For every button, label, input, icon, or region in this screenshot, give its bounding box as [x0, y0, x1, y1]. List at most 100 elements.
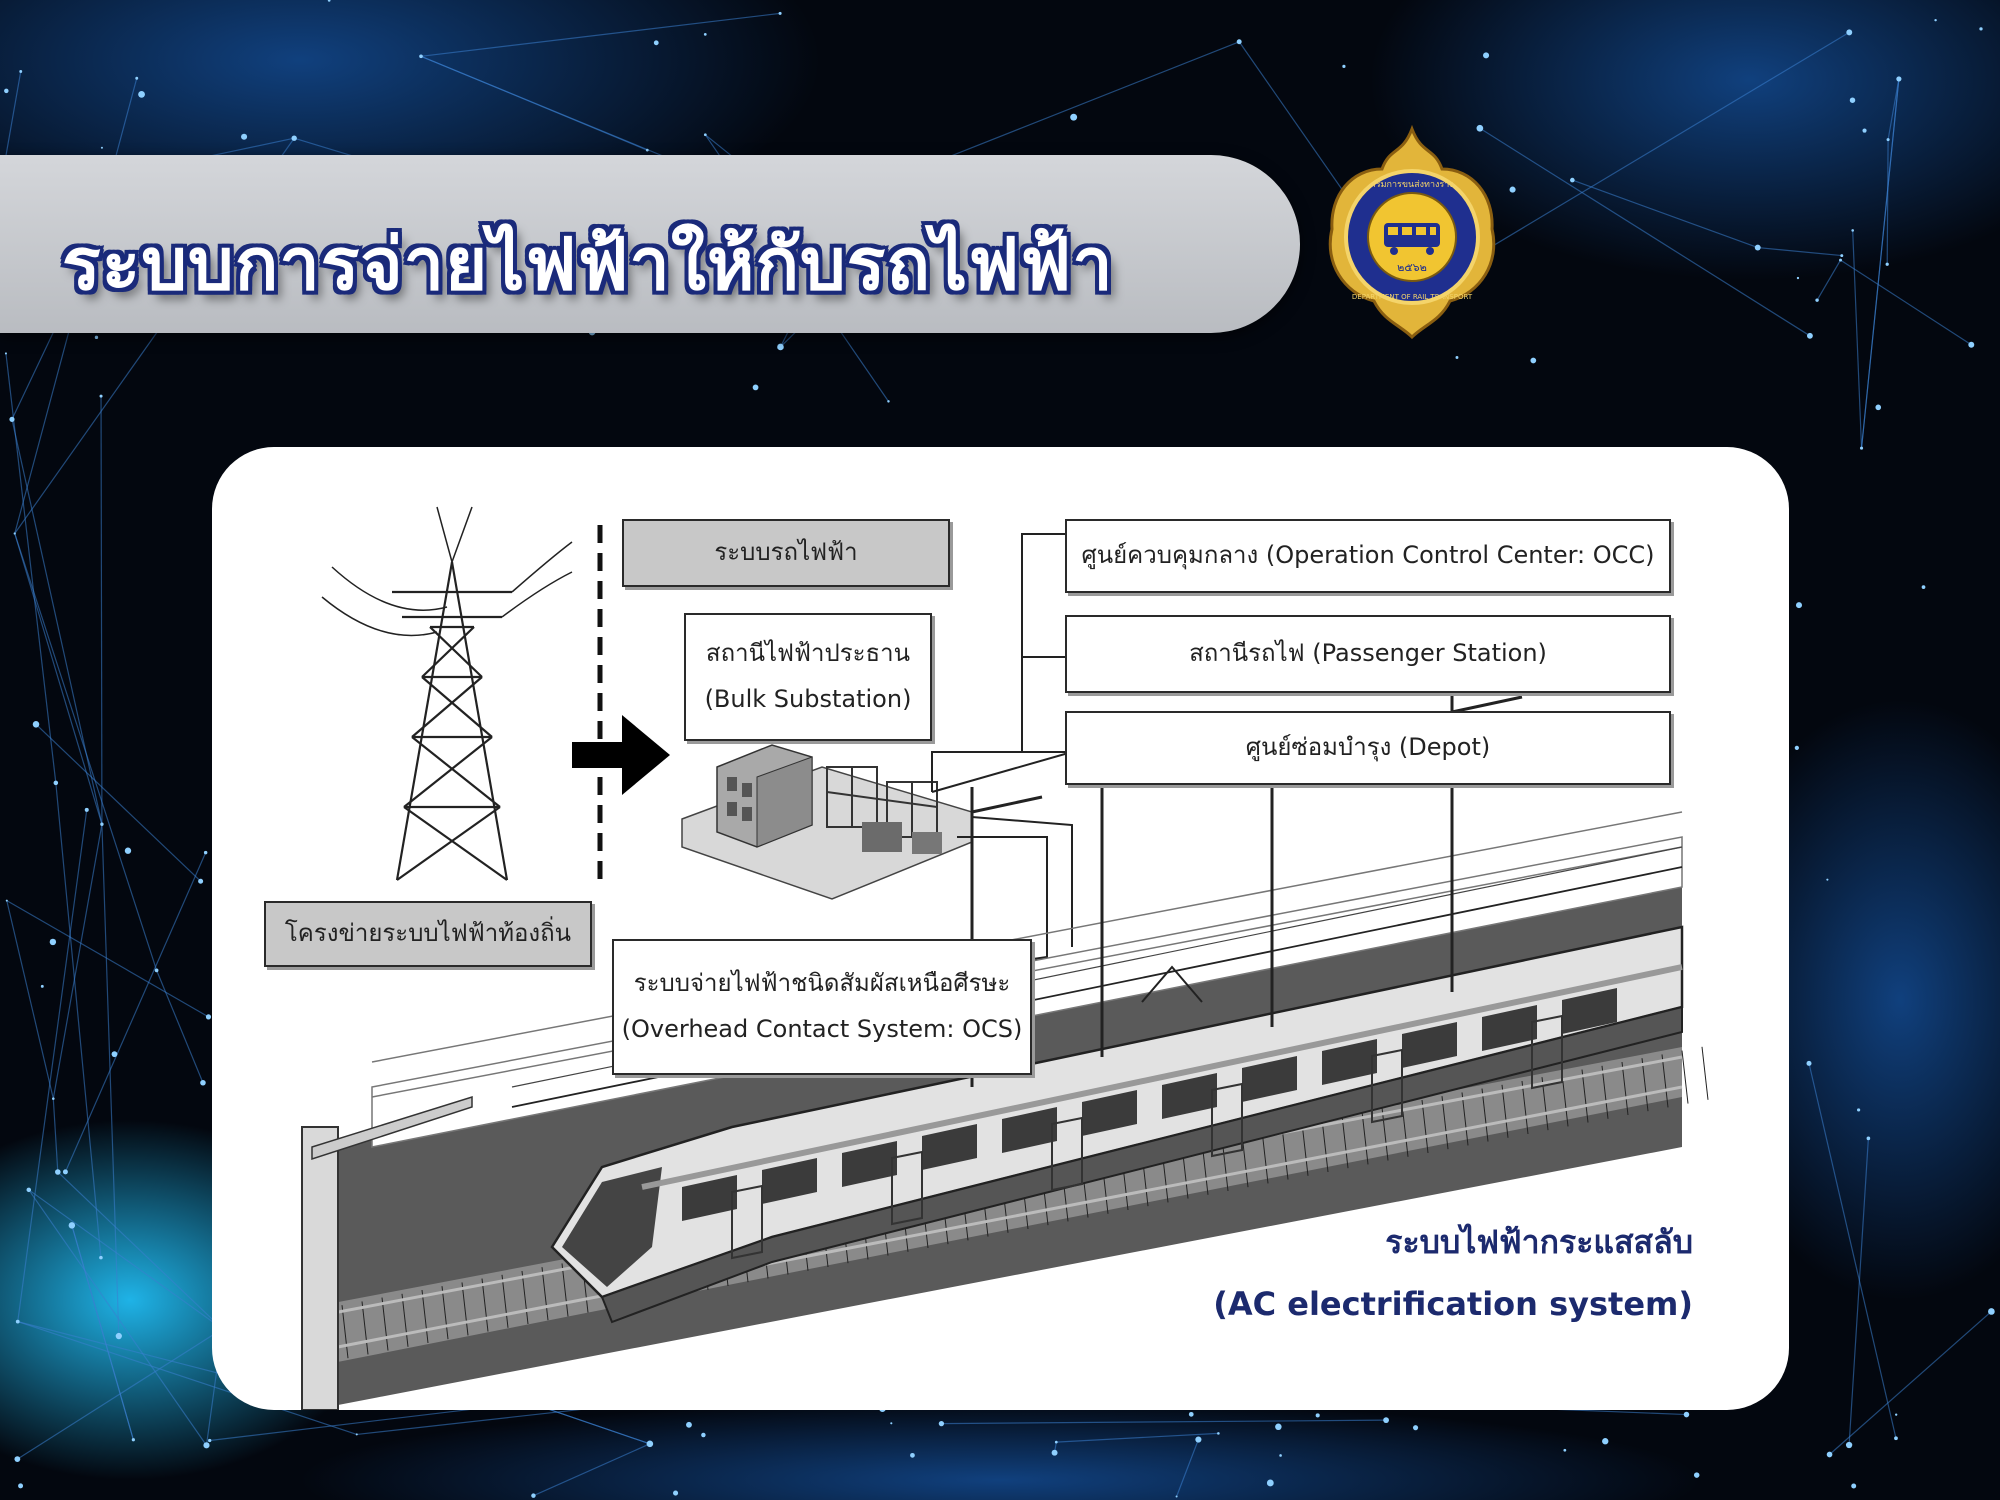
department-seal-logo: ๒๕๖๒ กรมการขนส่งทางราง DEPARTMENT OF RAI… — [1328, 125, 1496, 340]
network-node — [1795, 602, 1803, 609]
network-node — [1806, 1060, 1812, 1066]
track-sleeper — [1421, 1099, 1429, 1154]
network-line — [1887, 78, 1900, 140]
network-node — [124, 847, 132, 854]
network-line — [156, 970, 204, 1083]
track-sleeper — [1361, 1111, 1369, 1165]
network-node — [1894, 1436, 1898, 1441]
network-node — [1840, 254, 1844, 258]
track-sleeper — [1341, 1115, 1349, 1169]
network-line — [14, 533, 103, 825]
network-node — [111, 1051, 118, 1058]
track-sleeper — [1581, 1069, 1589, 1123]
network-node — [1826, 878, 1829, 881]
network-line — [64, 852, 207, 1173]
track-sleeper — [501, 1274, 509, 1328]
network-node — [777, 343, 784, 351]
network-node — [703, 32, 707, 36]
track-sleeper — [461, 1282, 469, 1336]
seal-top-text: กรมการขนส่งทางราง — [1370, 180, 1453, 190]
track-sleeper — [1381, 1107, 1389, 1161]
network-node — [1342, 64, 1346, 68]
network-node — [1968, 341, 1975, 348]
network-line — [1840, 259, 1972, 346]
network-node — [208, 1438, 212, 1443]
track-sleeper — [1301, 1122, 1309, 1176]
train-window — [1482, 1005, 1537, 1051]
network-node — [52, 1097, 55, 1100]
network-node — [1857, 1108, 1861, 1112]
network-node — [138, 91, 145, 98]
network-line — [1757, 246, 1842, 257]
network-line — [17, 1321, 357, 1435]
caption-english: (AC electrification system) — [1213, 1285, 1693, 1323]
network-line — [6, 900, 209, 1018]
train-window — [1322, 1039, 1377, 1085]
network-line — [5, 353, 57, 783]
bulk-substation-box: สถานีไฟฟ้าประธาน (Bulk Substation) — [684, 613, 932, 741]
network-node — [686, 1421, 692, 1428]
network-node — [1845, 1441, 1853, 1449]
train-door — [1371, 1048, 1403, 1124]
track-sleeper — [1321, 1118, 1329, 1173]
network-node — [1563, 1448, 1567, 1452]
network-node — [1275, 1423, 1282, 1431]
train-window — [1082, 1090, 1137, 1136]
network-node — [55, 1169, 61, 1175]
track-sleeper — [1681, 1050, 1689, 1104]
network-node — [1849, 97, 1856, 103]
network-node — [778, 11, 782, 15]
network-line — [17, 809, 88, 1322]
network-node — [1266, 1479, 1274, 1487]
network-node — [40, 984, 44, 988]
train-door — [891, 1150, 923, 1226]
network-line — [1176, 1439, 1199, 1497]
network-node — [1754, 244, 1761, 251]
network-node — [1483, 52, 1490, 59]
network-node — [703, 133, 707, 137]
network-line — [1852, 230, 1863, 449]
network-node — [9, 416, 15, 422]
network-node — [203, 1442, 210, 1449]
network-node — [198, 878, 204, 884]
seal-bottom-text: DEPARTMENT OF RAIL TRANSPORT — [1352, 293, 1473, 301]
network-node — [49, 938, 57, 946]
network-node — [1839, 258, 1843, 262]
track-sleeper — [1521, 1080, 1529, 1135]
network-line — [1860, 78, 1900, 449]
track-sleeper — [1261, 1130, 1269, 1184]
network-line — [1829, 1311, 1992, 1455]
network-node — [1683, 1411, 1690, 1418]
network-node — [291, 135, 297, 141]
network-node — [94, 335, 99, 339]
network-node — [1412, 1425, 1419, 1431]
network-line — [100, 396, 103, 825]
track-sleeper — [421, 1289, 429, 1344]
network-node — [1859, 446, 1864, 450]
network-node — [752, 384, 759, 391]
network-line — [941, 1419, 1387, 1425]
network-node — [653, 40, 659, 46]
network-node — [19, 70, 23, 73]
track-sleeper — [1641, 1058, 1649, 1112]
network-node — [205, 1014, 212, 1020]
train-window — [1162, 1073, 1217, 1119]
network-line — [1572, 179, 1758, 249]
bulk-substation-en: (Bulk Substation) — [704, 685, 912, 713]
train-window — [762, 1158, 817, 1204]
track-sleeper — [1281, 1126, 1289, 1180]
network-node — [1934, 18, 1937, 22]
track-sleeper — [401, 1293, 409, 1347]
network-line — [28, 1189, 223, 1330]
network-node — [1530, 357, 1537, 364]
network-node — [673, 1490, 679, 1496]
bulk-substation-th: สถานีไฟฟ้าประธาน — [705, 639, 911, 668]
network-line — [1886, 139, 1889, 265]
diagram-card: ระบบรถไฟฟ้า สถานีไฟฟ้าประธาน (Bulk Subst… — [212, 447, 1789, 1410]
network-node — [1570, 177, 1575, 183]
track-sleeper — [341, 1305, 349, 1359]
network-node — [154, 968, 159, 973]
network-node — [890, 1422, 893, 1425]
network-line — [52, 824, 103, 1099]
network-node — [131, 1438, 135, 1442]
